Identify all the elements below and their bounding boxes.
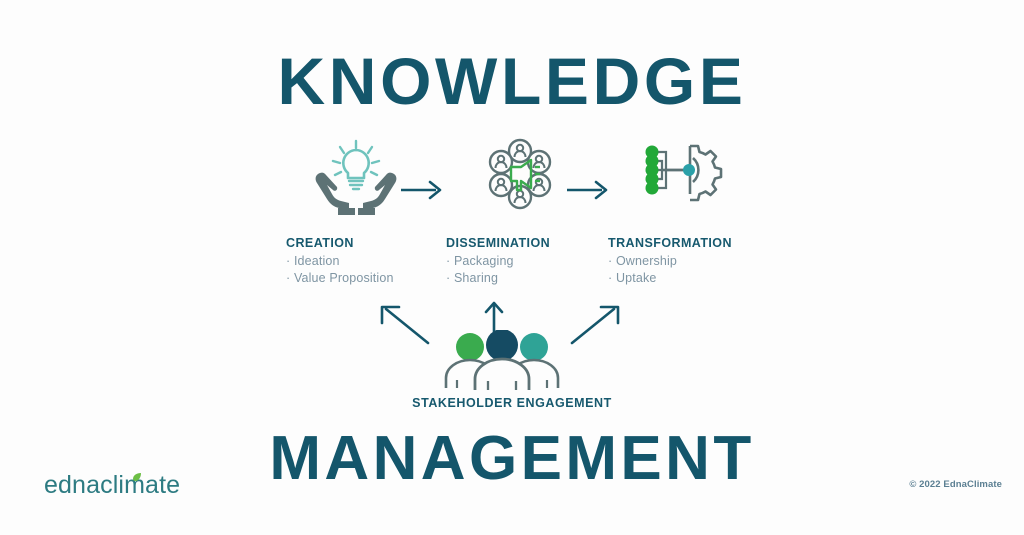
arrow-creation-to-dissemination-icon xyxy=(400,178,446,202)
stage-transformation: TRANSFORMATION Ownership Uptake xyxy=(604,136,764,296)
logo-text: ednaclimate xyxy=(44,471,181,499)
stage-dissemination-bullets: Packaging Sharing xyxy=(440,253,600,286)
stage-creation-bullets: Ideation Value Proposition xyxy=(276,253,436,286)
arrow-up-left-icon xyxy=(378,303,430,345)
stage-transformation-bullets: Ownership Uptake xyxy=(604,253,764,286)
bullet-item: Sharing xyxy=(446,270,600,287)
arrow-dissemination-to-transformation-icon xyxy=(566,178,612,202)
stage-dissemination: DISSEMINATION Packaging Sharing xyxy=(440,136,600,296)
three-people-group-icon xyxy=(440,329,564,390)
stage-dissemination-heading: DISSEMINATION xyxy=(446,236,551,250)
bullet-item: Uptake xyxy=(608,270,764,287)
leaf-icon xyxy=(133,473,141,481)
bullet-item: Ownership xyxy=(608,253,764,270)
stage-transformation-heading: TRANSFORMATION xyxy=(608,236,732,250)
page-title-management: MANAGEMENT xyxy=(269,424,755,493)
bullet-item: Packaging xyxy=(446,253,600,270)
bullet-item: Value Proposition xyxy=(286,270,436,287)
ednaclimate-logo: ednaclimate xyxy=(44,471,181,500)
network-megaphone-icon xyxy=(440,136,600,224)
arrow-up-right-icon xyxy=(570,303,622,345)
copyright-notice: © 2022 EdnaClimate xyxy=(909,479,1002,490)
stage-list: CREATION Ideation Value Proposition xyxy=(276,136,756,296)
page-title-knowledge: KNOWLEDGE xyxy=(277,44,747,118)
gear-nodes-icon xyxy=(604,136,764,224)
bullet-item: Ideation xyxy=(286,253,436,270)
hands-holding-lightbulb-icon xyxy=(276,136,436,224)
stage-creation: CREATION Ideation Value Proposition xyxy=(276,136,436,296)
stakeholder-engagement-label: STAKEHOLDER ENGAGEMENT xyxy=(412,396,612,410)
stage-creation-heading: CREATION xyxy=(286,236,354,250)
